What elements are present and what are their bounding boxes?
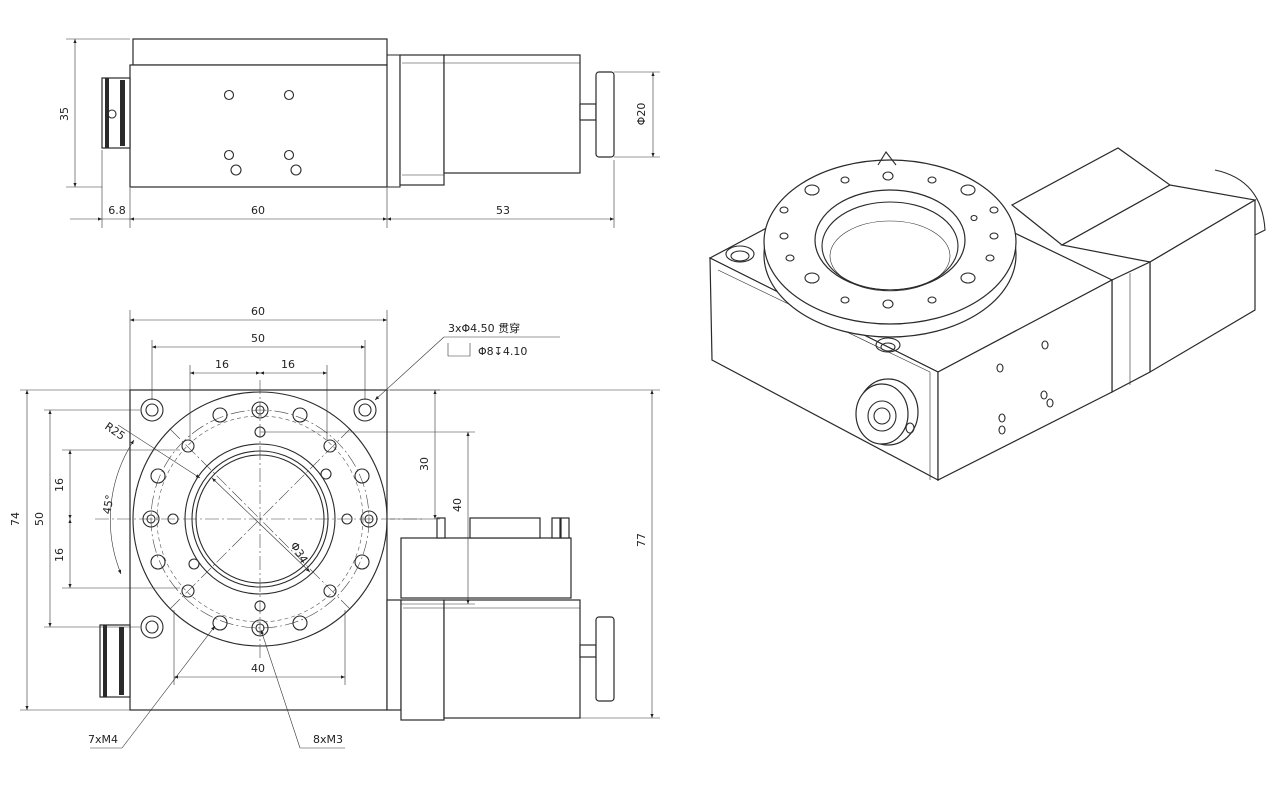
corner-holes [140, 398, 377, 639]
dim-16-v-bottom: 16 [53, 548, 66, 562]
isometric-view [708, 147, 1266, 481]
dim-16-right: 16 [281, 358, 295, 371]
dim-35: 35 [58, 107, 71, 121]
dim-45deg: 45° [100, 494, 116, 515]
dim-30: 30 [418, 457, 431, 471]
dim-53: 53 [496, 204, 510, 217]
note-holes-line2: Φ8↧4.10 [478, 345, 527, 358]
dim-40-horizontal: 40 [251, 662, 265, 675]
dim-77: 77 [635, 533, 648, 547]
dim-6-8: 6.8 [108, 204, 126, 217]
dim-74: 74 [9, 512, 22, 526]
note-8xm3: 8xM3 [313, 733, 343, 746]
front-view: 60 50 16 16 74 50 16 16 R25 45° [9, 305, 660, 749]
dim-60-front: 60 [251, 305, 265, 318]
note-7xm4: 7xM4 [88, 733, 118, 746]
m4-holes [142, 401, 378, 637]
dim-40-vertical: 40 [451, 498, 464, 512]
dim-50-front: 50 [251, 332, 265, 345]
dim-60-top: 60 [251, 204, 265, 217]
dim-d20: Φ20 [635, 103, 648, 126]
dim-50-vertical: 50 [33, 512, 46, 526]
dim-r25: R25 [102, 420, 127, 443]
dim-16-left: 16 [215, 358, 229, 371]
dim-16-v-top: 16 [53, 478, 66, 492]
top-view: 35 6.8 60 53 Φ20 [58, 38, 660, 228]
note-holes-line1: 3xΦ4.50 贯穿 [448, 321, 520, 335]
